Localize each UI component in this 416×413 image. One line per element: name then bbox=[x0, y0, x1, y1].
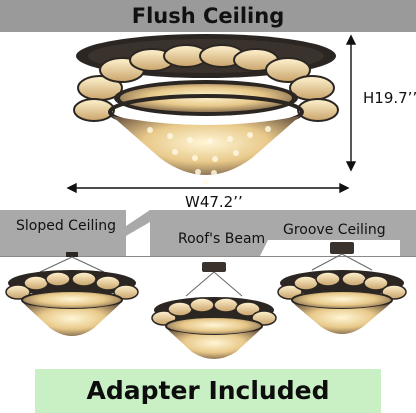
groove-ceiling-label: Groove Ceiling bbox=[283, 222, 386, 238]
beam-chandelier bbox=[151, 262, 277, 359]
title-band bbox=[0, 0, 416, 32]
page-title: Flush Ceiling bbox=[131, 4, 285, 28]
adapter-included-caption: Adapter Included bbox=[86, 376, 330, 405]
ceiling-profile bbox=[0, 210, 416, 256]
width-label: W47.2’’ bbox=[185, 193, 243, 211]
groove-ceiling-chandelier bbox=[277, 242, 407, 334]
height-label: H19.7’’ bbox=[363, 89, 416, 107]
height-dimension-line bbox=[345, 34, 357, 172]
roofs-beam-label: Roof's Beam bbox=[178, 231, 266, 247]
sloped-ceiling-label: Sloped Ceiling bbox=[16, 218, 116, 234]
sloped-ceiling-chandelier bbox=[5, 252, 139, 336]
width-dimension-line bbox=[66, 182, 350, 194]
main-chandelier bbox=[73, 34, 339, 185]
footer-band bbox=[35, 369, 381, 413]
